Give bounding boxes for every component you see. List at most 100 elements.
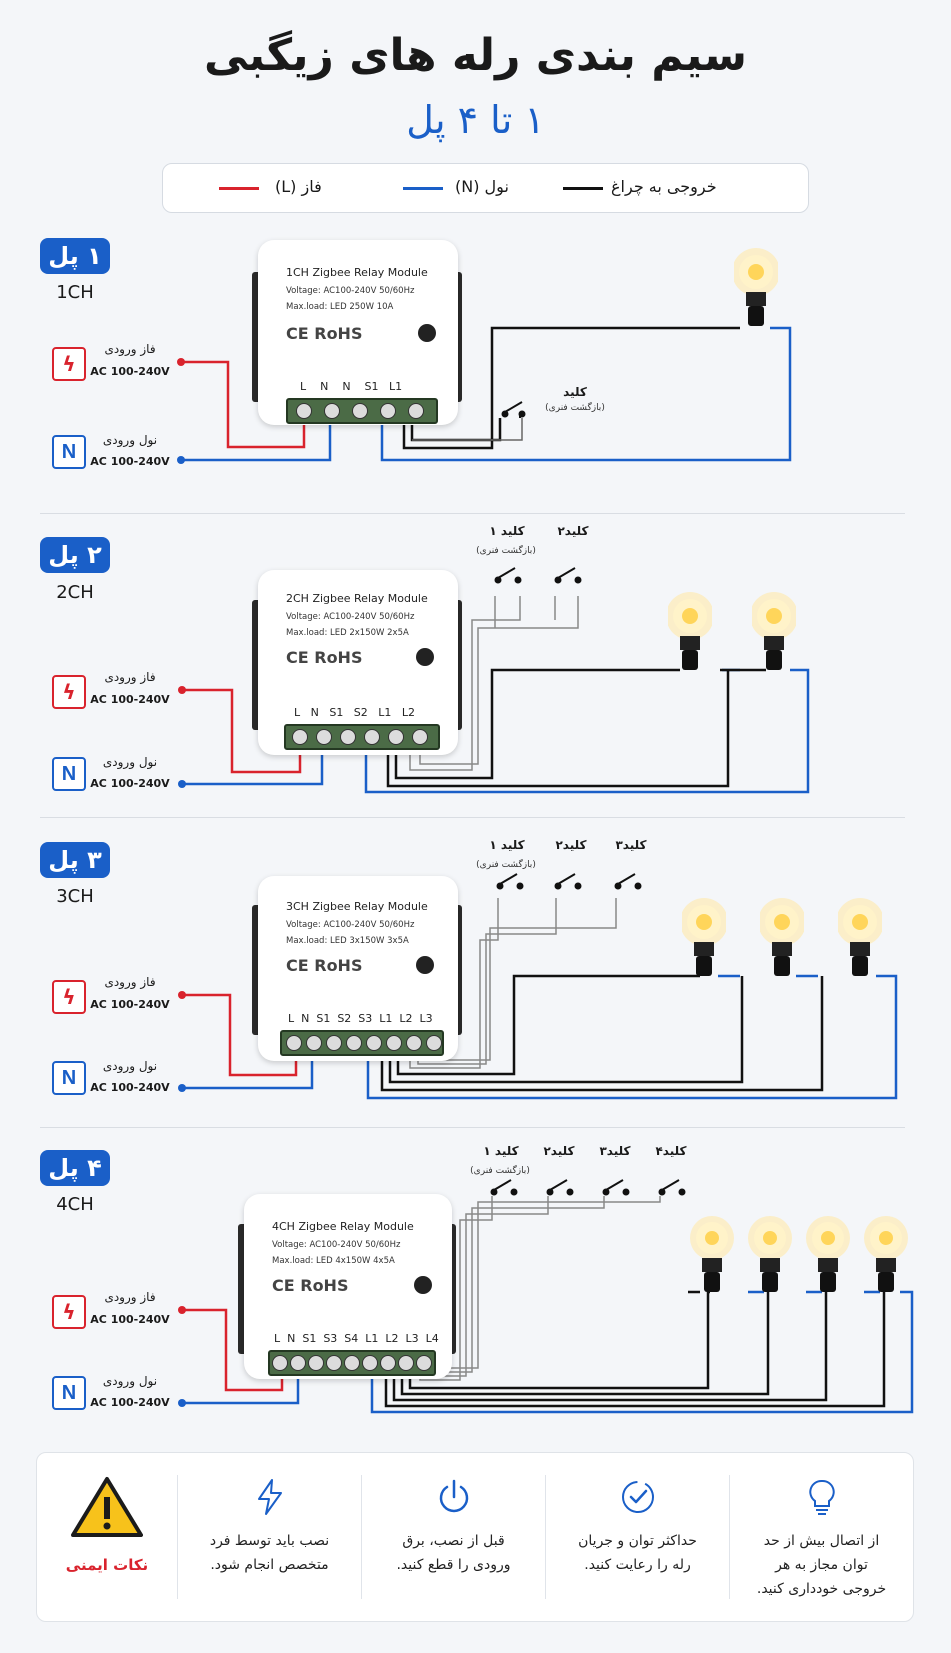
neutral-n-icon: N [52, 1376, 86, 1410]
module-voltage: Voltage: AC100-240V 50/60Hz [272, 1240, 401, 1250]
switch-4-1 [490, 1179, 518, 1196]
neutral-input-title: نول ورودی [102, 1059, 158, 1073]
switch-sublabel: (بازگشت فنری) [470, 1166, 530, 1176]
module-voltage: Voltage: AC100-240V 50/60Hz [286, 612, 415, 622]
switch-label: کلید [563, 385, 587, 399]
module-name: 4CH Zigbee Relay Module [272, 1220, 414, 1233]
phase-input-voltage: AC 100-240V [90, 998, 170, 1011]
section-2-badge: ۲ پل [40, 537, 110, 573]
module-name: 3CH Zigbee Relay Module [286, 900, 428, 913]
switch-3-3 [614, 873, 642, 890]
terminal-block [280, 1030, 444, 1056]
mounting-rail [252, 272, 262, 402]
pairing-button[interactable] [416, 648, 434, 666]
mounting-rail [238, 1224, 248, 1354]
switch-label: کلید۲ [557, 524, 589, 538]
legend: فاز (L) نول (N) خروجی به چراغ [162, 163, 809, 213]
power-icon [439, 1479, 468, 1513]
section-4-badge: ۴ پل [40, 1150, 110, 1186]
module-cert: CE RoHS [286, 956, 363, 975]
safety-heading: نکات ایمنی [65, 1556, 149, 1574]
module-voltage: Voltage: AC100-240V 50/60Hz [286, 286, 415, 296]
switch-3-1 [496, 873, 524, 890]
terminal-labels: L N N S1 L1 [300, 380, 403, 393]
neutral-input-title: نول ورودی [102, 1374, 158, 1388]
section-3-ch: 3CH [56, 886, 94, 907]
phase-input-title: فاز ورودی [104, 1290, 156, 1304]
phase-input-voltage: AC 100-240V [90, 1313, 170, 1326]
pairing-button[interactable] [414, 1276, 432, 1294]
bulb-icon [808, 1479, 835, 1515]
lamp-bulb-icon [680, 898, 728, 976]
section-2-wires [178, 596, 810, 794]
lamp-bulb-icon [748, 1214, 792, 1292]
phase-warning-icon: ϟ [52, 980, 86, 1014]
phase-warning-icon: ϟ [52, 675, 86, 709]
neutral-input-title: نول ورودی [102, 755, 158, 769]
phase-input-title: فاز ورودی [104, 342, 156, 356]
switch-label: کلید۳ [599, 1144, 631, 1158]
relay-module-3ch: 3CH Zigbee Relay Module Voltage: AC100-2… [258, 876, 458, 1061]
terminal-block [284, 724, 440, 750]
lamp-bulb-icon [806, 1214, 850, 1292]
phase-input-title: فاز ورودی [104, 670, 156, 684]
separator [40, 513, 905, 514]
switch-4-4 [658, 1179, 686, 1196]
module-maxload: Max.load: LED 3x150W 3x5A [286, 936, 409, 946]
switch-1-1 [501, 401, 526, 418]
safety-text: قبل از نصب، برق ورودی را قطع کنید. [396, 1533, 511, 1573]
legend-output-label: خروجی به چراغ [611, 177, 717, 196]
phase-input-title: فاز ورودی [104, 975, 156, 989]
lamp-bulb-icon [750, 592, 798, 670]
section-2-ch: 2CH [56, 582, 94, 603]
switch-2-2 [554, 567, 582, 584]
neutral-input-voltage: AC 100-240V [90, 1396, 170, 1409]
safety-item: از اتصال بیش از حد توان مجاز به هر خروجی… [730, 1453, 913, 1621]
safety-notes-panel: نکات ایمنی نصب باید توسط فرد متخصص انجام… [36, 1452, 914, 1622]
lamp-bulb-icon [836, 898, 884, 976]
switch-3-2 [554, 873, 582, 890]
section-1-wires [177, 326, 792, 464]
mounting-rail [252, 905, 262, 1035]
switch-4-3 [602, 1179, 630, 1196]
switch-label: کلید۲ [555, 838, 587, 852]
legend-neutral-label: نول (N) [455, 177, 509, 196]
pairing-button[interactable] [418, 324, 436, 342]
terminal-block [268, 1350, 436, 1376]
neutral-n-icon: N [52, 435, 86, 469]
phase-input-voltage: AC 100-240V [90, 365, 170, 378]
module-voltage: Voltage: AC100-240V 50/60Hz [286, 920, 415, 930]
lamp-bulb-icon [690, 1214, 734, 1292]
lightning-icon [257, 1479, 282, 1515]
module-name: 2CH Zigbee Relay Module [286, 592, 428, 605]
legend-phase-label: فاز (L) [275, 177, 322, 196]
mounting-rail [252, 600, 262, 730]
safety-item: نصب باید توسط فرد متخصص انجام شود. [178, 1453, 361, 1621]
terminal-labels: L N S1 S3 S4 L1 L2 L3 L4 [274, 1332, 439, 1345]
page-subtitle: ۱ تا ۴ پل [406, 98, 545, 142]
legend-phase-line [219, 187, 259, 190]
neutral-n-icon: N [52, 757, 86, 791]
phase-input-voltage: AC 100-240V [90, 693, 170, 706]
relay-module-1ch: 1CH Zigbee Relay Module Voltage: AC100-2… [258, 240, 458, 425]
terminal-labels: L N S1 S2 S3 L1 L2 L3 [288, 1012, 433, 1025]
module-cert: CE RoHS [286, 648, 363, 667]
neutral-input-voltage: AC 100-240V [90, 1081, 170, 1094]
safety-item: حداکثر توان و جریان رله را رعایت کنید. [546, 1453, 729, 1621]
separator [40, 817, 905, 818]
warning-triangle-icon [71, 1477, 143, 1537]
switch-2-1 [494, 567, 522, 584]
switch-sublabel: (بازگشت فنری) [476, 546, 536, 556]
switch-4-2 [546, 1179, 574, 1196]
page-title: سیم بندی رله های زیگبی [203, 30, 748, 81]
section-3-wires [178, 898, 898, 1100]
safety-item: قبل از نصب، برق ورودی را قطع کنید. [362, 1453, 545, 1621]
module-maxload: Max.load: LED 4x150W 4x5A [272, 1256, 395, 1266]
switch-sublabel: (بازگشت فنری) [476, 860, 536, 870]
pairing-button[interactable] [416, 956, 434, 974]
module-cert: CE RoHS [272, 1276, 349, 1295]
relay-module-4ch: 4CH Zigbee Relay Module Voltage: AC100-2… [244, 1194, 452, 1379]
phase-warning-icon: ϟ [52, 347, 86, 381]
neutral-n-icon: N [52, 1061, 86, 1095]
